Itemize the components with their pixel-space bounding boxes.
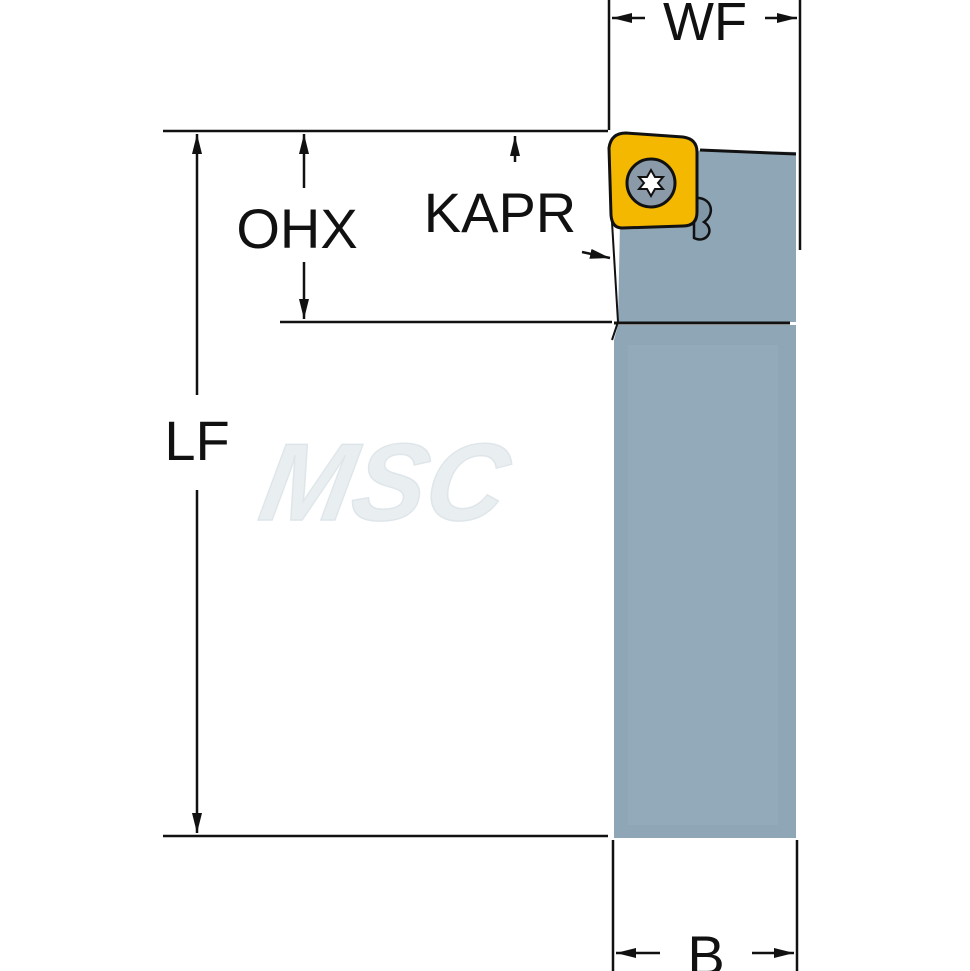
- label-b: B: [687, 924, 724, 971]
- label-lf: LF: [164, 409, 229, 472]
- dimension-kapr: KAPR: [424, 136, 611, 260]
- dimension-lf: LF: [164, 134, 230, 833]
- extension-lines: [163, 0, 802, 971]
- tool-shank: [611, 148, 797, 838]
- label-wf: WF: [663, 0, 747, 52]
- dimension-b: B: [616, 924, 794, 971]
- watermark: MSC: [252, 422, 520, 544]
- dimension-ohx: OHX: [236, 134, 358, 319]
- dimension-wf: WF: [612, 0, 797, 52]
- label-kapr: KAPR: [424, 181, 577, 244]
- label-ohx: OHX: [236, 197, 357, 260]
- cutting-insert: [607, 131, 699, 230]
